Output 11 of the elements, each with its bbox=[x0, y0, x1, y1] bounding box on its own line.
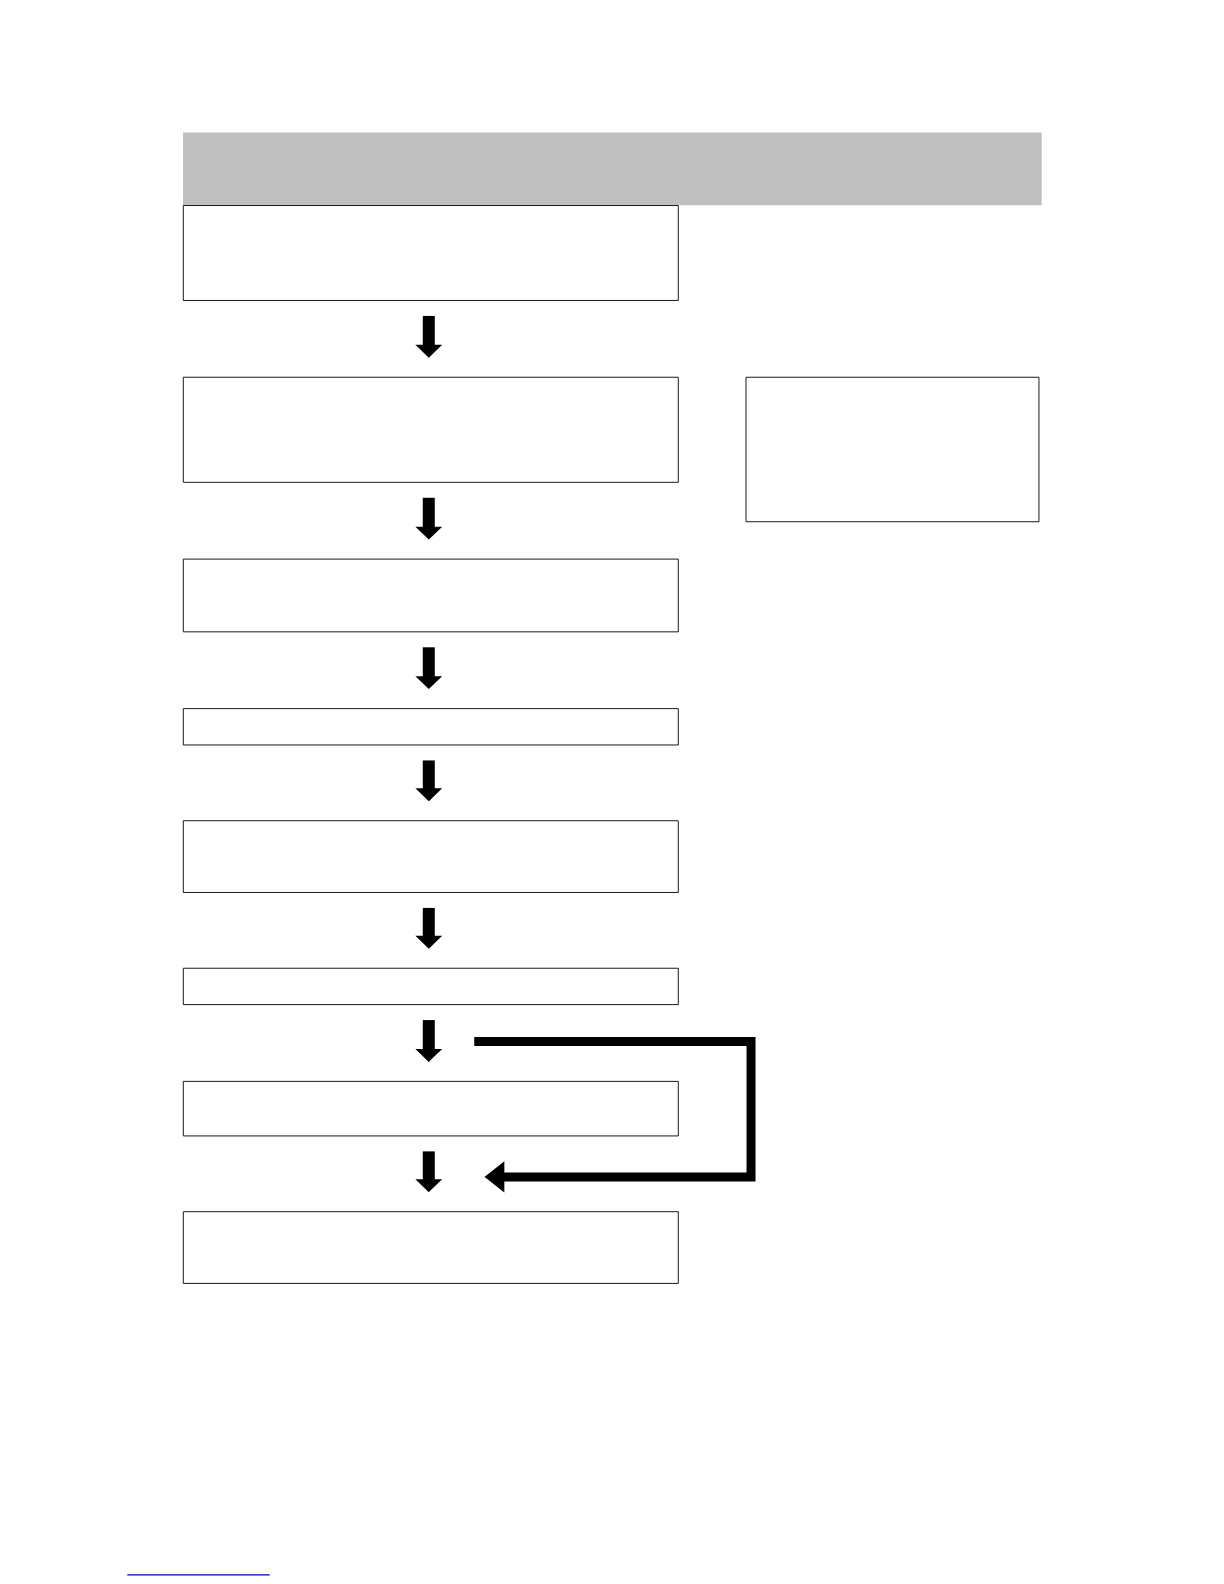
box bbox=[182, 558, 679, 633]
bypass-arrow bbox=[474, 1036, 756, 1193]
box bbox=[182, 376, 679, 483]
box bbox=[182, 1211, 679, 1284]
box bbox=[745, 376, 1040, 523]
box bbox=[182, 820, 679, 893]
box bbox=[182, 967, 679, 1006]
header-band bbox=[182, 132, 1042, 206]
box bbox=[182, 1080, 679, 1137]
box bbox=[182, 708, 679, 746]
box bbox=[182, 205, 679, 301]
